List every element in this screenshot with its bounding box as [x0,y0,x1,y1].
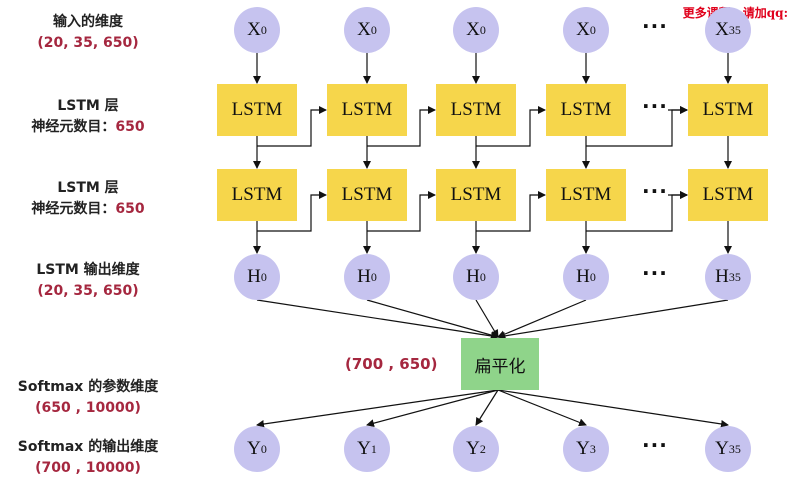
lstm2-cell-1: LSTM [217,169,297,221]
softmax-out-title: Softmax 的输出维度 [17,439,159,455]
recurrent-arrow-l1-0 [257,106,327,147]
recurrent-arrow-l2-0 [257,191,327,232]
hidden-to-flatten-arrow-0 [256,299,499,340]
flatten-shape-label: (700 , 650) [345,355,438,373]
lstm1-cell-2: LSTM [327,84,407,136]
lstm1-cell-4: LSTM [546,84,626,136]
recurrent-arrow-l1-2 [476,106,546,147]
hidden-to-flatten-arrow-4 [497,299,729,340]
softmax-params-label: Softmax 的参数维度 (650 , 10000) [0,377,178,419]
lstm1-value: 650 [115,119,145,135]
hidden-to-flatten-arrow-2 [475,299,499,338]
lstm-out-label: LSTM 输出维度 (20, 35, 650) [0,260,178,302]
recurrent-arrow-l2-2 [476,191,546,232]
softmax-params-value: (650 , 10000) [35,400,141,416]
input-ellipsis: ··· [642,14,668,38]
hidden-ellipsis: ··· [642,261,668,285]
input-dim-value: (20, 35, 650) [37,35,139,51]
lstm2-sub: 神经元数目： [31,201,116,217]
lstm1-ellipsis: ··· [642,94,668,118]
lstm2-value: 650 [115,201,145,217]
lstm2-cell-last: LSTM [688,169,768,221]
lstm1-label: LSTM 层 神经元数目：650 [0,96,178,138]
lstm1-cell-3: LSTM [436,84,516,136]
lstm2-cell-2: LSTM [327,169,407,221]
flatten-to-output-arrow-0 [256,389,499,428]
flatten-to-output-arrow-4 [497,389,729,428]
flatten-to-output-arrow-2 [475,389,499,426]
lstm2-cell-4: LSTM [546,169,626,221]
recurrent-arrow-l2-1 [367,191,436,232]
flatten-to-output-arrow-1 [366,389,499,428]
hidden-to-flatten-arrow-3 [497,299,587,338]
input-dim-label: 输入的维度 (20, 35, 650) [0,12,178,54]
lstm-out-value: (20, 35, 650) [37,283,139,299]
recurrent-arrow-l1-1 [367,106,436,147]
flatten-to-output-arrow-3 [497,389,587,427]
softmax-out-label: Softmax 的输出维度 (700 , 10000) [0,437,178,479]
softmax-params-title: Softmax 的参数维度 [17,379,159,395]
output-ellipsis: ··· [642,433,668,457]
flatten-box: 扁平化 [461,338,539,390]
lstm2-title: LSTM 层 [57,180,119,196]
lstm-out-title: LSTM 输出维度 [36,262,140,278]
softmax-out-value: (700 , 10000) [35,460,141,476]
lstm1-sub: 神经元数目： [31,119,116,135]
lstm1-cell-1: LSTM [217,84,297,136]
lstm1-title: LSTM 层 [57,98,119,114]
lstm1-cell-last: LSTM [688,84,768,136]
lstm2-ellipsis: ··· [642,179,668,203]
input-dim-title: 输入的维度 [53,14,123,30]
hidden-to-flatten-arrow-1 [366,299,499,339]
lstm2-cell-3: LSTM [436,169,516,221]
lstm2-label: LSTM 层 神经元数目：650 [0,178,178,220]
